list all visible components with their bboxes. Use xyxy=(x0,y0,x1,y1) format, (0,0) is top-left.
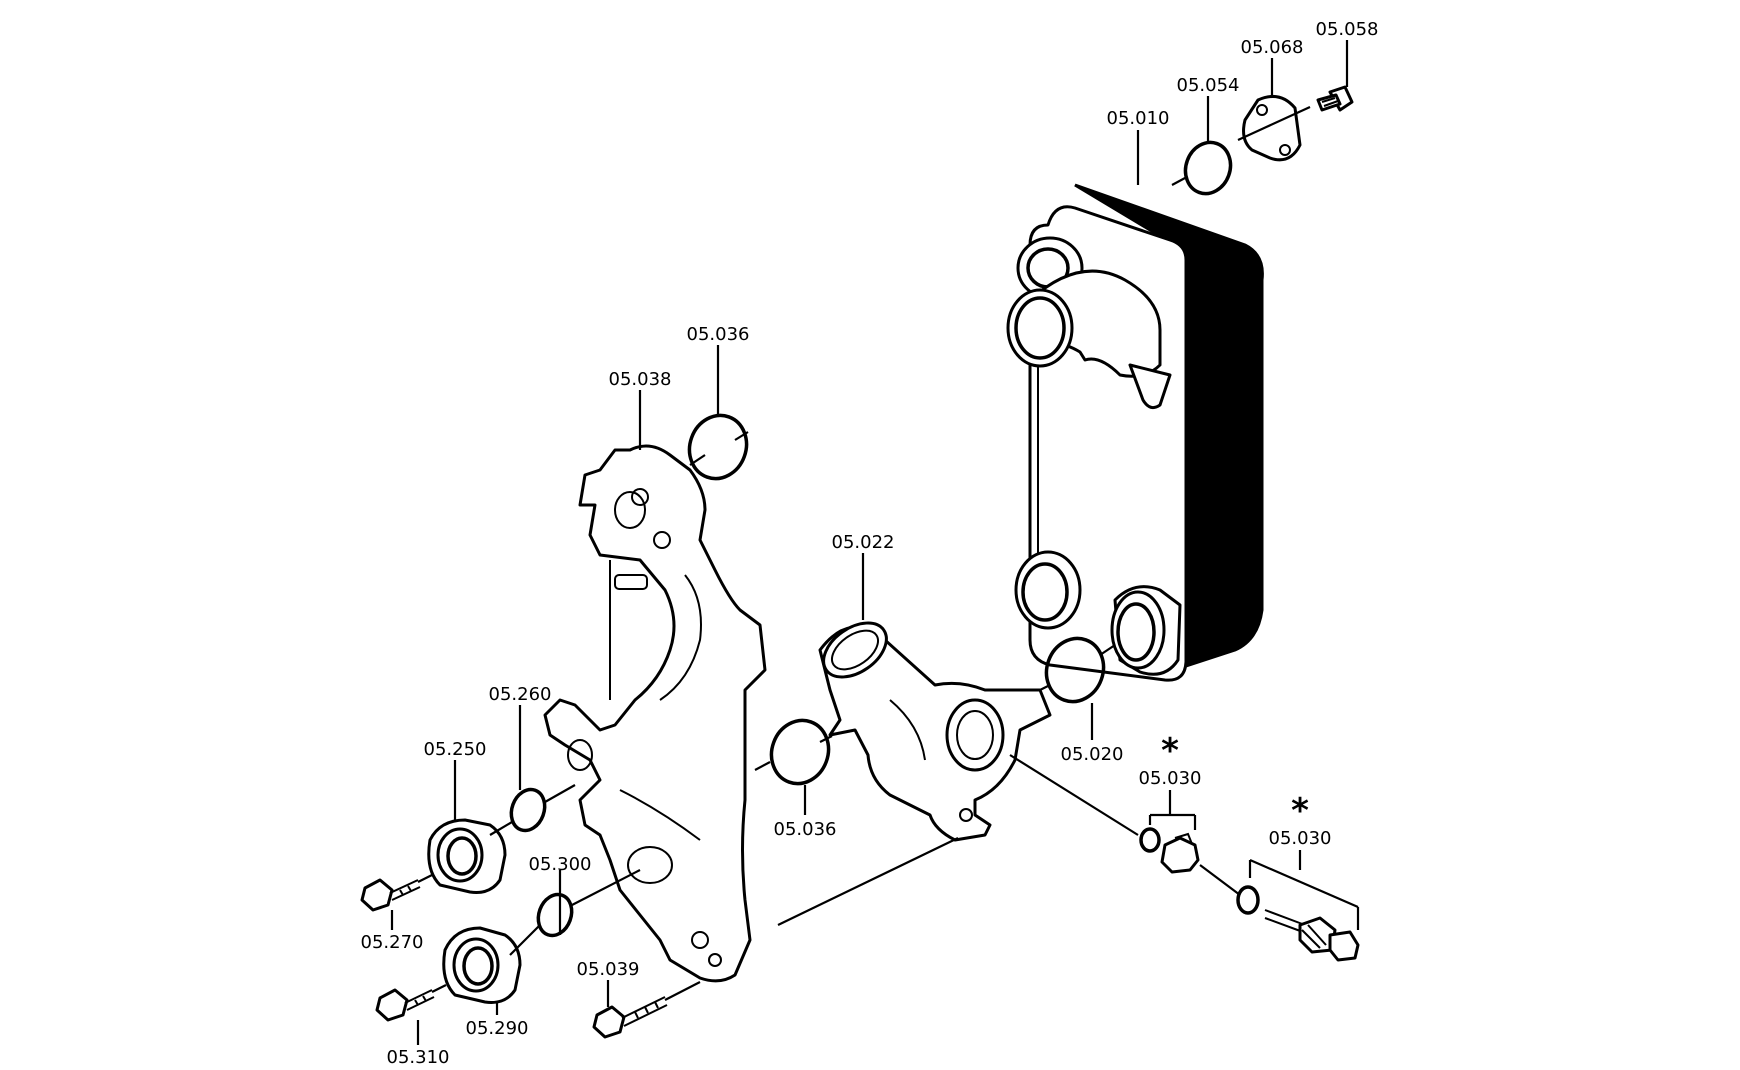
label-05-250: 05.250 xyxy=(424,739,487,760)
bolt-05270-part[interactable] xyxy=(360,878,421,912)
label-05-300: 05.300 xyxy=(529,854,592,875)
label-05-020: 05.020 xyxy=(1061,744,1124,765)
label-05-058: 05.058 xyxy=(1316,19,1379,40)
o-ring-05036-mid-part[interactable] xyxy=(763,712,838,791)
label-05-038: 05.038 xyxy=(609,369,672,390)
label-05-022: 05.022 xyxy=(832,532,895,553)
plug-05030-part[interactable] xyxy=(1139,827,1200,874)
flange-fitting-05290-part[interactable] xyxy=(442,926,522,1004)
assembly-lines xyxy=(417,106,1311,1001)
asterisk-05-030-b: * xyxy=(1291,791,1309,831)
label-05-036-top: 05.036 xyxy=(687,324,750,345)
o-ring-05054-part[interactable] xyxy=(1178,136,1237,200)
bolt-05039-part[interactable] xyxy=(592,996,668,1039)
label-leaders xyxy=(390,40,1360,1045)
bolt-05310-part[interactable] xyxy=(375,988,435,1022)
o-ring-05036-top-part[interactable] xyxy=(681,407,756,486)
label-05-030-b: 05.030 xyxy=(1269,828,1332,849)
sensor-05030-part[interactable] xyxy=(1236,885,1360,962)
asterisk-05-030-a: * xyxy=(1161,731,1179,771)
label-05-030-a: 05.030 xyxy=(1139,768,1202,789)
label-05-010: 05.010 xyxy=(1107,108,1170,129)
label-05-270: 05.270 xyxy=(361,932,424,953)
label-05-036-mid: 05.036 xyxy=(774,819,837,840)
oil-cooler-part[interactable] xyxy=(1006,183,1264,682)
o-ring-05260-part[interactable] xyxy=(506,785,550,835)
bracket-housing-part[interactable] xyxy=(543,444,767,983)
label-05-310: 05.310 xyxy=(387,1047,450,1068)
label-05-054: 05.054 xyxy=(1177,75,1240,96)
o-ring-05300-part[interactable] xyxy=(533,890,577,940)
cover-plate-part[interactable] xyxy=(1242,94,1302,162)
label-05-260: 05.260 xyxy=(489,684,552,705)
label-05-290: 05.290 xyxy=(466,1018,529,1039)
elbow-housing-part[interactable] xyxy=(814,612,1052,842)
o-ring-05020-part[interactable] xyxy=(1038,630,1113,709)
flange-fitting-05250-part[interactable] xyxy=(427,818,507,894)
bolt-05058-part[interactable] xyxy=(1316,85,1354,112)
part-labels: 05.058 05.068 05.054 05.010 05.036 05.03… xyxy=(361,19,1379,1068)
label-05-039: 05.039 xyxy=(577,959,640,980)
label-05-068: 05.068 xyxy=(1241,37,1304,58)
